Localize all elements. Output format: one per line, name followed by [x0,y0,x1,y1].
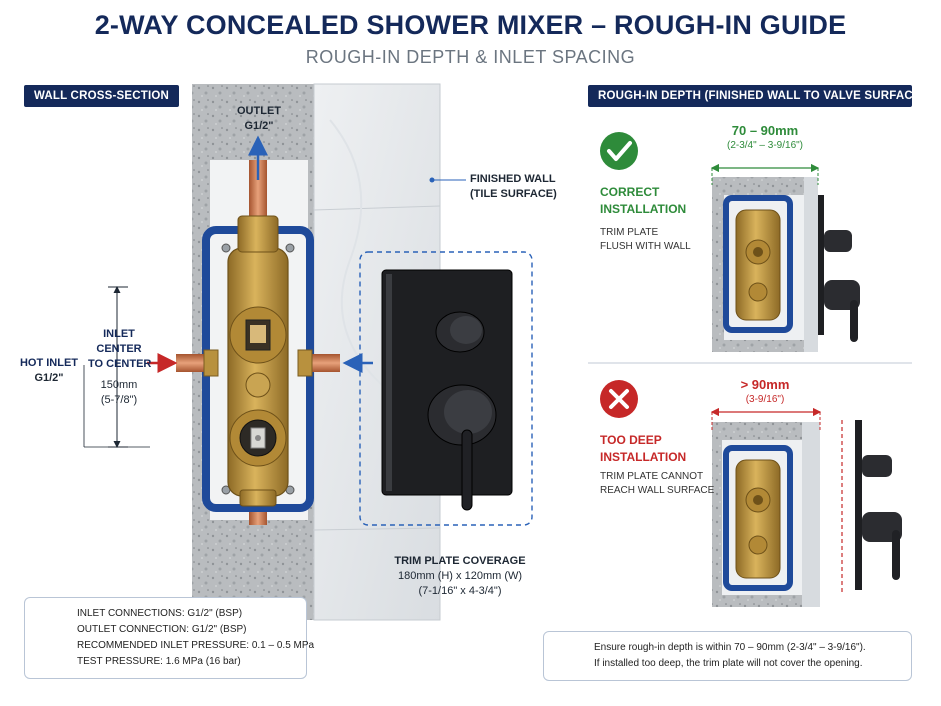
too-deep-installation-drawing [710,407,902,607]
spec-test-pressure: TEST PRESSURE: 1.6 MPa (16 bar) [77,656,241,667]
check-icon [600,132,638,170]
specs-box: INLET CONNECTIONS: G1/2" (BSP) OUTLET CO… [24,597,314,679]
rough-in-depth-header: ROUGH-IN DEPTH (FINISHED WALL TO VALVE S… [588,85,925,107]
trim-coverage-outline [359,251,533,526]
page-title: 2-WAY CONCEALED SHOWER MIXER – ROUGH-IN … [94,10,847,40]
correct-dimension-label: 70 – 90mm (2-3/4" – 3-9/16") [726,123,804,151]
trim-plate-coverage-label: TRIM PLATE COVERAGE 180mm (H) x 120mm (W… [394,555,526,597]
note-line-1: Ensure rough-in depth is within 70 – 90m… [594,642,866,653]
correct-installation-desc: TRIM PLATE FLUSH WITH WALL [600,227,691,252]
wall-cross-section [83,83,533,621]
trim-plate [381,269,513,496]
finished-wall-label: FINISHED WALL (TILE SURFACE) [470,173,557,200]
spec-outlet-connection: OUTLET CONNECTION: G1/2" (BSP) [77,624,247,635]
outlet-pipe [249,160,267,220]
inlet-center-value: 150mm (5-7/8") [100,379,138,406]
hot-inlet-label: HOT INLET G1/2" [19,357,79,384]
correct-installation-drawing [710,163,860,352]
wall-cross-section-header: WALL CROSS-SECTION [24,85,180,107]
outlet-label: OUTLET G1/2" [237,105,281,132]
too-deep-installation-desc: TRIM PLATE CANNOT REACH WALL SURFACE [600,471,715,496]
note-line-2: If installed too deep, the trim plate wi… [594,658,863,669]
correct-installation-title: CORRECT INSTALLATION [600,185,687,216]
inlet-center-label: INLET CENTER TO CENTER [88,328,152,370]
spec-inlet-connections: INLET CONNECTIONS: G1/2" (BSP) [77,608,243,619]
spec-recommended-pressure: RECOMMENDED INLET PRESSURE: 0.1 – 0.5 MP… [77,640,315,651]
note-box: Ensure rough-in depth is within 70 – 90m… [543,631,912,681]
too-deep-installation-title: TOO DEEP INSTALLATION [600,433,687,464]
too-deep-dimension-label: > 90mm (3-9/16") [740,377,790,405]
page-subtitle: ROUGH-IN DEPTH & INLET SPACING [305,47,636,67]
